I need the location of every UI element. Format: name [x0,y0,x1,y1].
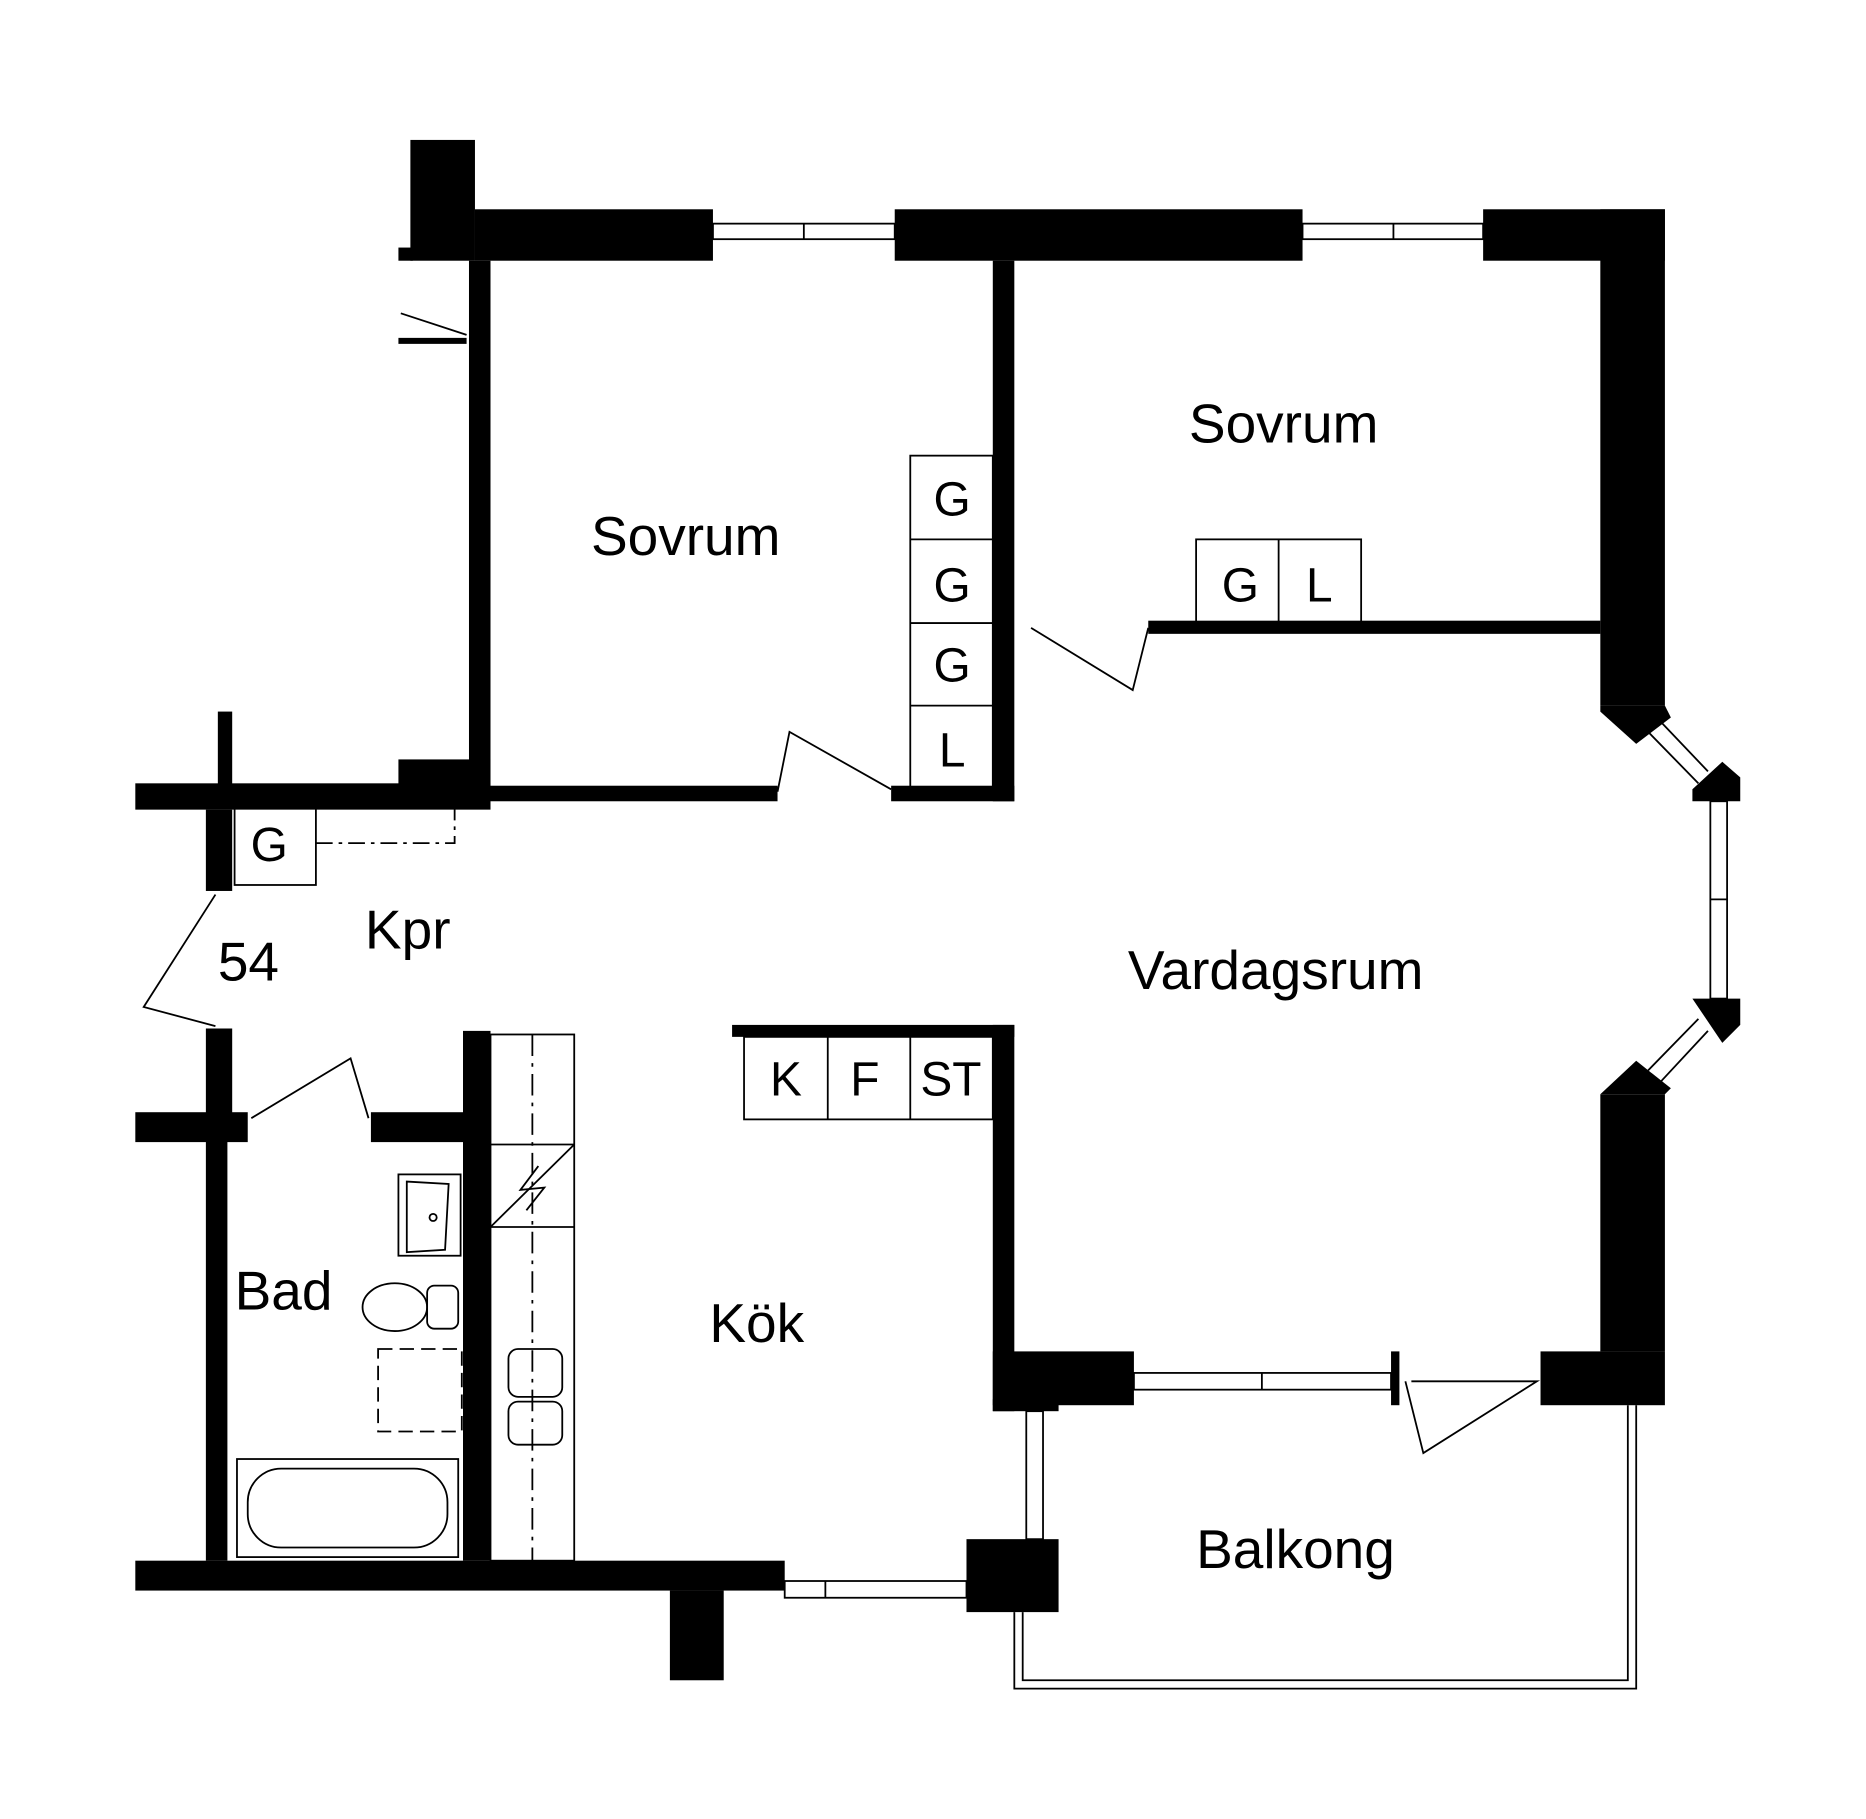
room-label-kpr: Kpr [365,898,451,960]
kitchen-appliances: K F ST [743,1035,994,1121]
closets-sovrum-right: G L [1195,538,1363,623]
room-label-kok: Kök [709,1292,804,1354]
room-label-sovrum-left: Sovrum [591,505,781,567]
appliance-label: K [770,1053,802,1106]
closet-label: G [934,640,971,693]
appliance-label: ST [920,1053,981,1106]
closet-label: G [934,473,971,526]
closet-label: G [1222,560,1259,613]
closet-label: G [251,819,288,872]
appliance-label: F [850,1053,879,1106]
room-label-sovrum-right: Sovrum [1189,392,1379,454]
room-label-vardagsrum: Vardagsrum [1128,939,1424,1001]
kitchen-counter [489,1033,576,1562]
room-label-balkong: Balkong [1196,1518,1395,1580]
windows [712,222,1728,1599]
closet-label: G [934,560,971,613]
room-label-bad: Bad [235,1260,333,1322]
doors [142,312,1638,1690]
bathroom-fixtures [236,1173,463,1558]
closet-hall: G [233,802,456,886]
apartment-number: 54 [218,931,279,993]
closet-label: L [1306,560,1333,613]
walls [135,139,1741,1681]
closet-label: L [939,725,966,778]
closets-sovrum-left: G G G L [909,454,994,791]
room-labels: Sovrum Sovrum Vardagsrum Kpr 54 Bad Kök … [218,392,1424,1579]
